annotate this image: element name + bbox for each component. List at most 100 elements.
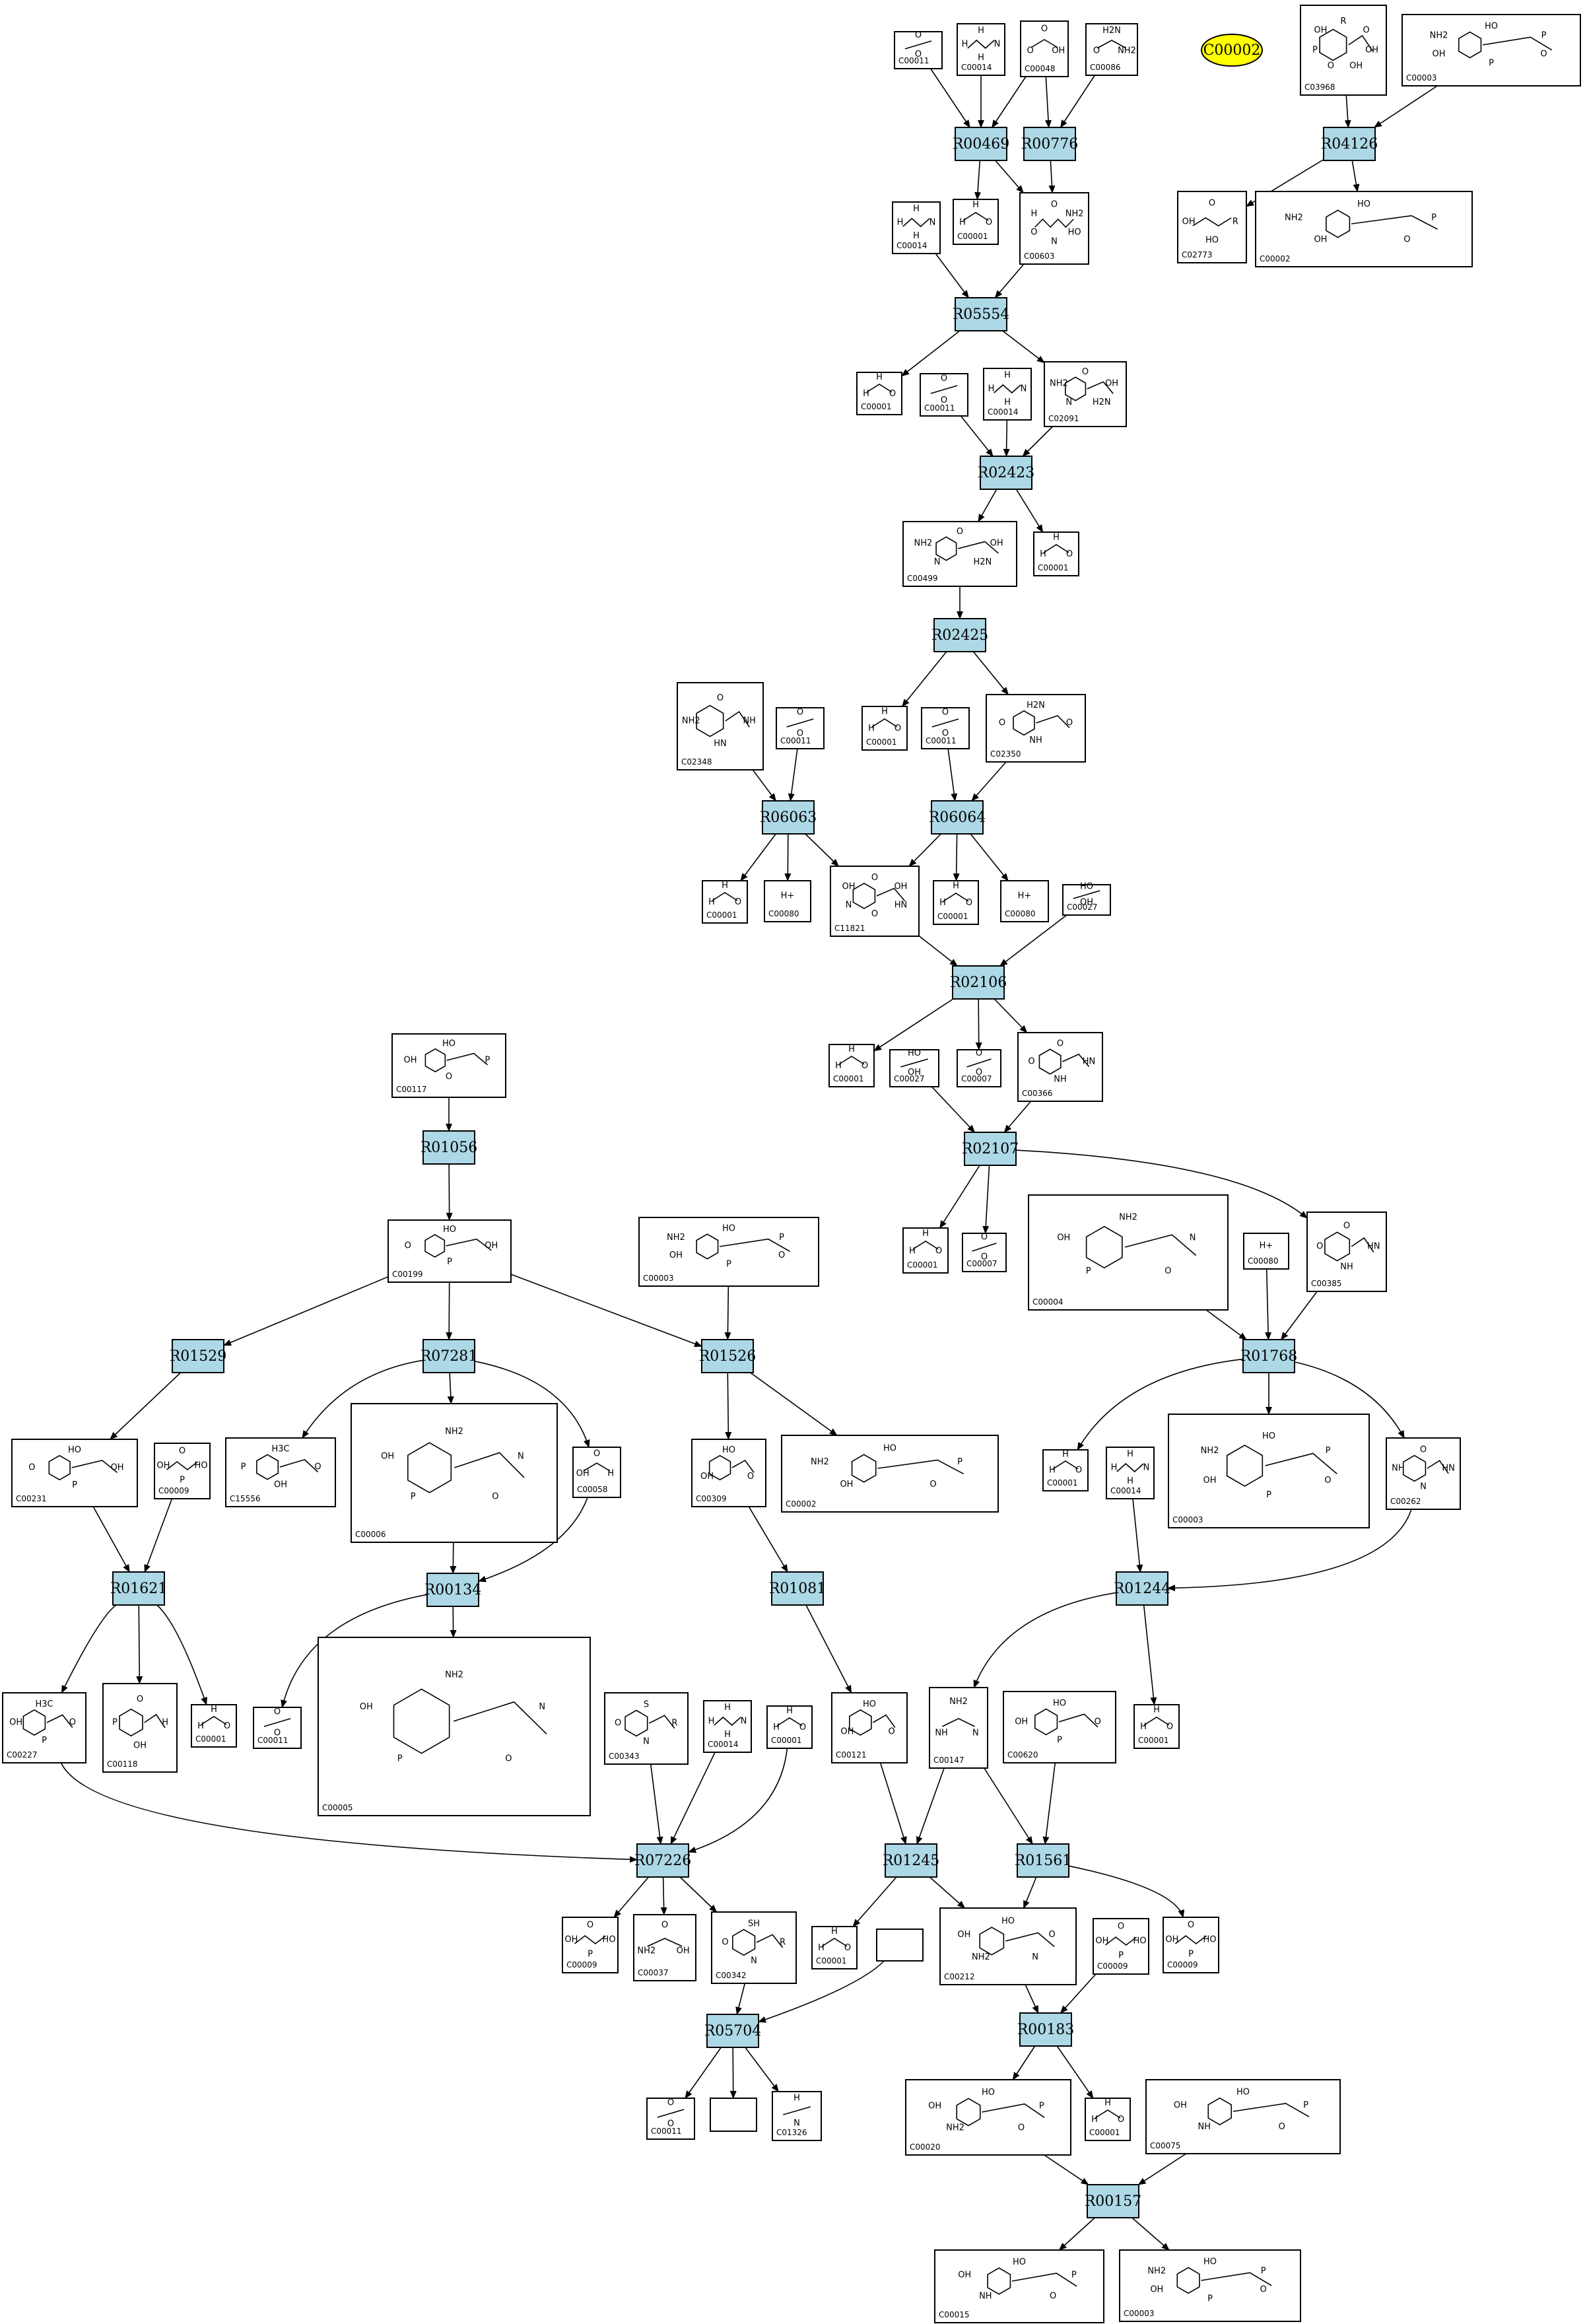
reaction-node[interactable]: R07281 (421, 1339, 478, 1373)
reaction-node[interactable]: R01244 (1114, 1571, 1171, 1606)
reaction-node[interactable]: R00183 (1017, 2012, 1075, 2047)
reaction-node[interactable]: R05554 (953, 297, 1010, 331)
reaction-node[interactable]: R05704 (704, 2014, 762, 2048)
reaction-node[interactable]: R01561 (1015, 1843, 1072, 1878)
reaction-node[interactable]: R01621 (110, 1571, 168, 1606)
compound-node[interactable]: H+C00080 (764, 880, 811, 922)
reaction-node[interactable]: R00776 (1021, 127, 1079, 161)
compound-node[interactable] (710, 2098, 757, 2132)
reaction-node[interactable]: R01768 (1240, 1339, 1298, 1373)
reaction-node[interactable]: R06063 (760, 800, 817, 835)
reaction-node[interactable]: R01081 (769, 1571, 827, 1606)
compound-node[interactable] (876, 1929, 924, 1962)
reaction-node[interactable]: R01245 (883, 1843, 940, 1878)
compound-node[interactable]: H+C00080 (1000, 880, 1049, 922)
reaction-node[interactable]: R02425 (931, 618, 989, 652)
reaction-node[interactable]: R02106 (950, 965, 1007, 1000)
reaction-node[interactable]: R01529 (170, 1339, 227, 1373)
reaction-node[interactable]: R00469 (953, 127, 1010, 161)
reaction-node[interactable]: R02423 (978, 456, 1035, 490)
reaction-node[interactable]: R02107 (962, 1132, 1019, 1166)
reaction-node[interactable]: R01526 (699, 1339, 757, 1373)
reaction-node[interactable]: R06064 (929, 800, 986, 835)
reaction-node[interactable]: R00157 (1085, 2184, 1142, 2218)
reaction-node[interactable]: R04126 (1321, 127, 1378, 161)
compound-node[interactable]: H+C00080 (1243, 1233, 1289, 1270)
reaction-node[interactable]: R00134 (424, 1573, 482, 1607)
cofactor-node[interactable]: C00002 (1201, 34, 1263, 67)
reaction-node[interactable]: R01056 (421, 1130, 478, 1165)
